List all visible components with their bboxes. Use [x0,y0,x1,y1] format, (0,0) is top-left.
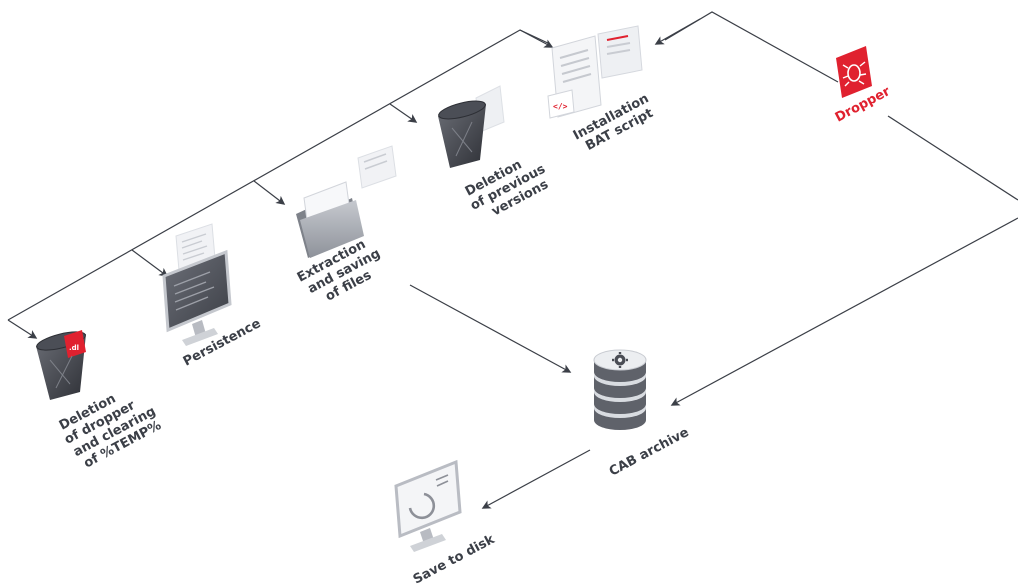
connector-arrow-to-deletion-dropper [7,319,38,339]
script-document-icon: </> [547,25,643,119]
cab-archive-node: CAB archive [593,349,692,480]
connector-arrow-to-extraction [253,180,286,205]
connector-arrow-dropper-to-bat [654,18,701,45]
connector-arrow-to-deletion-previous [389,103,418,123]
svg-text:.dl: .dl [69,344,79,352]
persistence-node: Persistence [162,223,264,370]
deletion-dropper-temp-node: .dl Deletion of dropper and clearing of … [36,330,164,471]
dropper-node: Dropper [833,46,893,126]
connector-arrow-cab-to-save [481,449,591,509]
deletion-previous-versions-node: Deletion of previous versions [438,85,551,219]
monitor-code-icon [162,223,232,346]
connector-backbone [7,29,551,321]
svg-text:</>: </> [553,102,568,111]
database-gear-icon [593,349,647,430]
trash-bin-icon [438,85,505,168]
cab-archive-label: CAB archive [607,425,692,480]
connectors [7,11,1018,509]
folder-icon [296,145,397,258]
connector-arrow-to-bat-script [519,29,554,48]
connector-dropper-top [664,11,839,83]
trash-bin-dll-icon: .dl [36,330,86,400]
installation-bat-script-node: </> Installation BAT script [547,25,656,154]
save-to-disk-node: Save to disk [394,459,497,586]
bug-icon [836,46,872,98]
connector-arrow-to-cab-from-right [670,217,1018,406]
extraction-saving-files-node: Extraction and saving of files [295,145,397,305]
connector-dropper-right [887,115,1018,201]
connector-arrow-to-persistence [131,249,169,277]
monitor-disk-icon [394,459,462,552]
connector-arrow-extraction-to-cab [409,284,572,373]
